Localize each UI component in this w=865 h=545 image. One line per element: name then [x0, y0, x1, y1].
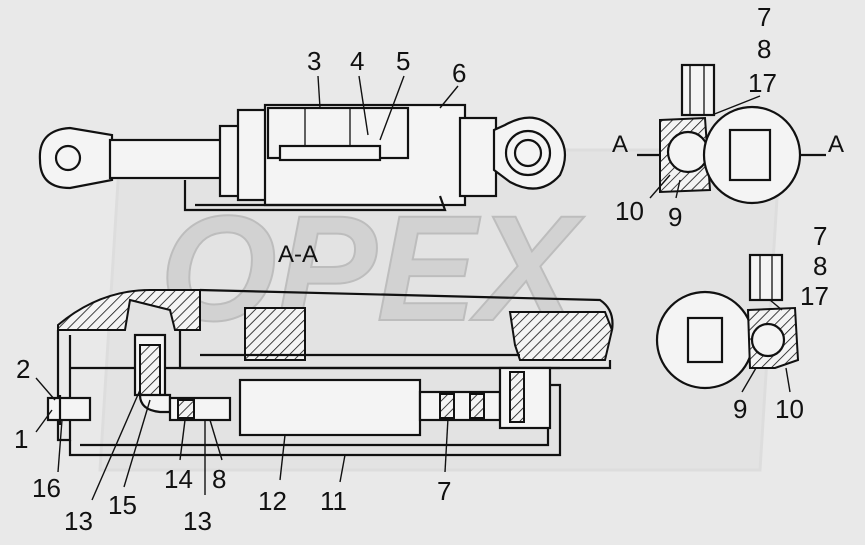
piston-rod: [108, 138, 224, 180]
callout-1: 1: [14, 424, 28, 454]
callout-8c: 8: [212, 464, 226, 494]
callout-13: 13: [64, 506, 93, 536]
callout-17b: 17: [800, 281, 829, 311]
callout-12: 12: [258, 486, 287, 516]
callout-7c: 7: [437, 476, 451, 506]
section-mark-right: A: [828, 131, 844, 158]
callout-3: 3: [307, 46, 321, 76]
callout-16: 16: [32, 473, 61, 503]
callout-15: 15: [108, 490, 137, 520]
callout-6: 6: [452, 58, 466, 88]
drive-cylinder: [238, 378, 422, 437]
callout-8: 8: [757, 34, 771, 64]
detail-top: A A: [612, 63, 844, 205]
callout-10: 10: [615, 196, 644, 226]
callout-7: 7: [757, 2, 771, 32]
callout-9: 9: [668, 202, 682, 232]
section-label: A-A: [278, 241, 318, 268]
base-frame: [68, 383, 562, 457]
cylinder-top-view: [38, 103, 567, 212]
section-mark-left: A: [612, 131, 628, 158]
callout-17: 17: [748, 68, 777, 98]
detail-bottom: [655, 253, 800, 390]
section-a-a: A-A: [46, 241, 614, 457]
callout-13b: 13: [183, 506, 212, 536]
callouts-top: 3 4 5 6: [307, 46, 466, 88]
callout-9b: 9: [733, 394, 747, 424]
callout-7b: 7: [813, 221, 827, 251]
callout-5: 5: [396, 46, 410, 76]
callout-10b: 10: [775, 394, 804, 424]
callouts-detail-bottom: 7 8 17 9 10: [733, 221, 829, 424]
callout-8b: 8: [813, 251, 827, 281]
leader-lines: [35, 75, 791, 501]
callout-2: 2: [16, 354, 30, 384]
callouts-section: 2 1 16 13 15 14 13 8 12 11 7: [14, 354, 451, 536]
callout-14: 14: [164, 464, 193, 494]
callouts-detail-top: 7 8 17 10 9: [615, 2, 777, 232]
callout-4: 4: [350, 46, 364, 76]
callout-11: 11: [320, 486, 347, 516]
